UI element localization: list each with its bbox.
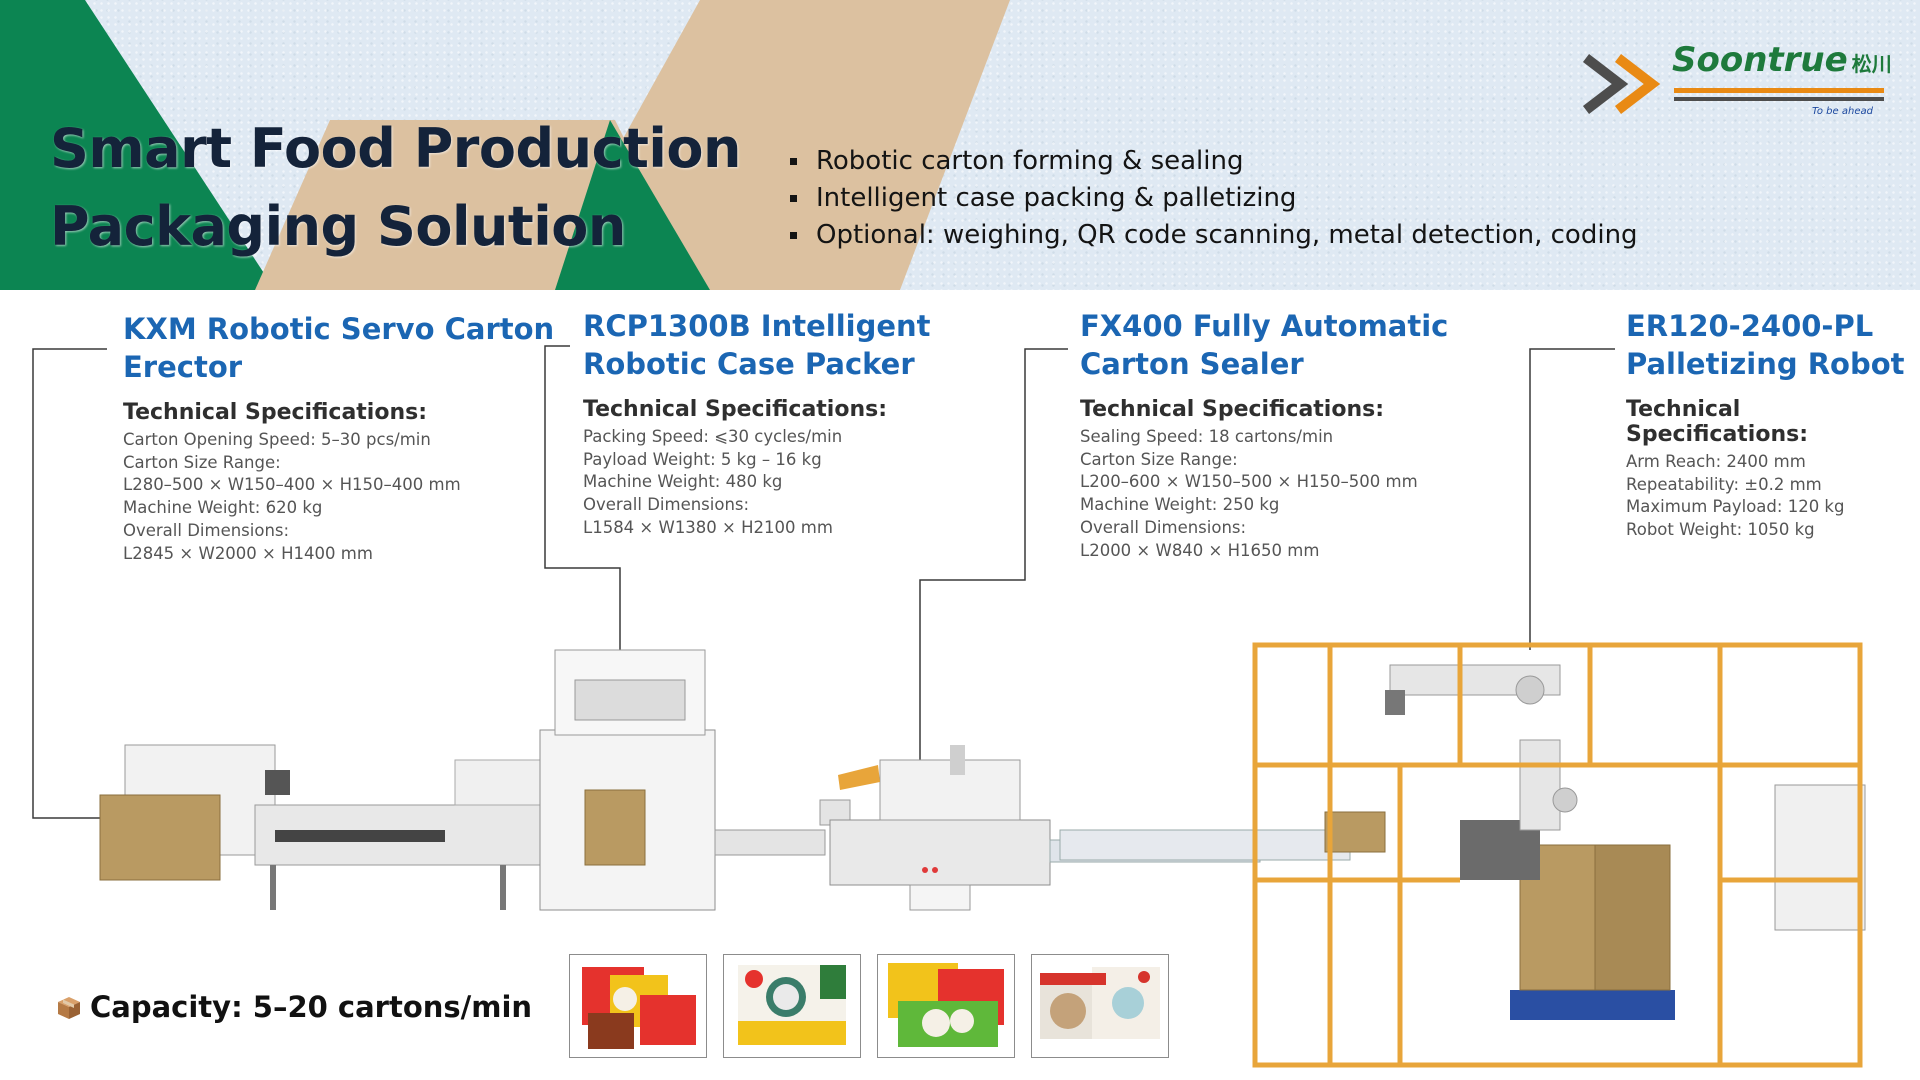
spec-item: L200–600 × W150–500 × H150–500 mm xyxy=(1080,472,1418,492)
machine-name: FX400 Fully Automatic Carton Sealer xyxy=(1080,309,1449,381)
spec-item: Overall Dimensions: xyxy=(123,520,290,540)
specs-heading: Technical Specifications: xyxy=(123,400,428,425)
spec-carton-erector: KXM Robotic Servo Carton Erector Technic… xyxy=(123,310,554,565)
machine-name: ER120-2400-PL Palletizing Robot xyxy=(1626,309,1905,381)
product-thumbnail-3 xyxy=(877,954,1015,1058)
package-icon xyxy=(58,997,80,1019)
page-title: Smart Food Production Packaging Solution xyxy=(50,117,741,258)
spec-item: L280–500 × W150–400 × H150–400 mm xyxy=(123,475,461,495)
carton-erector-machine xyxy=(99,744,546,910)
feature-item: Intelligent case packing & palletizing xyxy=(790,180,1638,217)
spec-item: Maximum Payload: 120 kg xyxy=(1626,497,1845,517)
spec-item: L1584 × W1380 × H2100 mm xyxy=(583,517,833,537)
logo-tagline: To be ahead xyxy=(1812,106,1873,117)
capacity-note: Capacity: 5–20 cartons/min xyxy=(56,990,532,1024)
spec-list: Carton Opening Speed: 5–30 pcs/min Carto… xyxy=(123,429,554,565)
spec-list: Packing Speed: ⩽30 cycles/min Payload We… xyxy=(583,426,931,540)
spec-list: Arm Reach: 2400 mm Repeatability: ±0.2 m… xyxy=(1626,451,1920,542)
feature-list: Robotic carton forming & sealing Intelli… xyxy=(790,143,1638,254)
spec-palletizing-robot: ER120-2400-PL Palletizing Robot Technica… xyxy=(1626,307,1920,542)
machine-name: RCP1300B Intelligent Robotic Case Packer xyxy=(583,309,931,381)
product-thumbnail-2 xyxy=(723,954,861,1058)
spec-carton-sealer: FX400 Fully Automatic Carton Sealer Tech… xyxy=(1080,307,1448,562)
spec-list: Sealing Speed: 18 cartons/min Carton Siz… xyxy=(1080,426,1448,562)
spec-item: Machine Weight: 250 kg xyxy=(1080,495,1280,515)
spec-item: Robot Weight: 1050 kg xyxy=(1626,520,1815,540)
product-thumbnail-4 xyxy=(1031,954,1169,1058)
feature-item: Robotic carton forming & sealing xyxy=(790,143,1638,180)
spec-item: Carton Opening Speed: 5–30 pcs/min xyxy=(123,430,431,449)
decorative-shapes xyxy=(0,0,1010,290)
roller-conveyor xyxy=(1059,811,1386,861)
spec-item: Machine Weight: 480 kg xyxy=(583,472,783,492)
specs-heading: Technical Specifications: xyxy=(1080,397,1385,422)
spec-item: L2845 × W2000 × H1400 mm xyxy=(123,543,373,563)
spec-item: Packing Speed: ⩽30 cycles/min xyxy=(583,427,843,446)
spec-item: Overall Dimensions: xyxy=(1080,517,1247,537)
feature-item: Optional: weighing, QR code scanning, me… xyxy=(790,217,1638,254)
case-packer-machine xyxy=(539,649,851,911)
carton-sealer-machine xyxy=(829,745,1261,911)
spec-item: L2000 × W840 × H1650 mm xyxy=(1080,540,1320,560)
product-thumbnail-1 xyxy=(569,954,707,1058)
spec-item: Arm Reach: 2400 mm xyxy=(1626,452,1806,471)
header-banner: Smart Food Production Packaging Solution… xyxy=(0,0,1920,290)
specs-heading: Technical Specifications: xyxy=(583,397,888,422)
spec-item: Machine Weight: 620 kg xyxy=(123,498,323,518)
spec-item: Sealing Speed: 18 cartons/min xyxy=(1080,427,1334,446)
spec-case-packer: RCP1300B Intelligent Robotic Case Packer… xyxy=(583,307,931,540)
specs-heading: Technical Specifications: xyxy=(1626,397,1809,447)
spec-item: Carton Size Range: xyxy=(123,452,281,472)
machine-name: KXM Robotic Servo Carton Erector xyxy=(123,312,555,384)
spec-item: Repeatability: ±0.2 mm xyxy=(1626,474,1822,494)
spec-item: Carton Size Range: xyxy=(1080,449,1238,469)
spec-item: Overall Dimensions: xyxy=(583,495,750,515)
spec-item: Payload Weight: 5 kg – 16 kg xyxy=(583,449,822,469)
palletizer-cell xyxy=(1252,642,1866,1068)
logo-chevron-icon xyxy=(1582,54,1661,114)
